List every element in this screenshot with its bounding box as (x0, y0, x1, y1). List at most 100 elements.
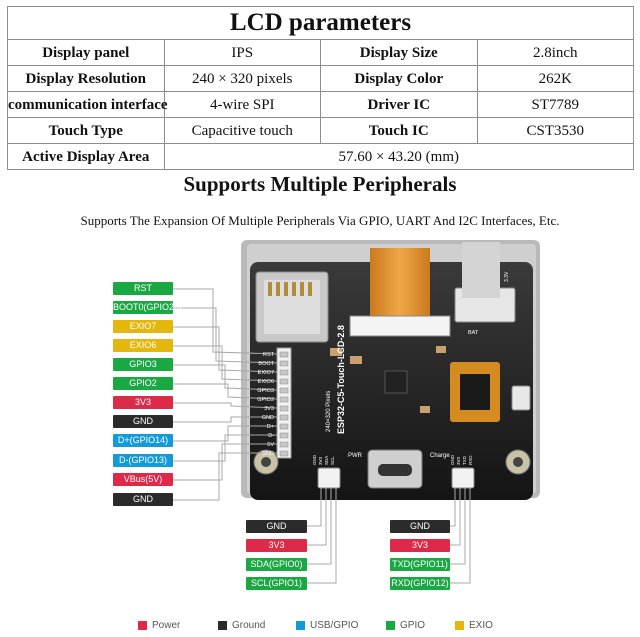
table-row: Display Resolution 240 × 320 pixels Disp… (7, 65, 634, 92)
usb-c-opening (378, 464, 412, 476)
legend-label: Power (152, 619, 181, 631)
board-illustration: RST BOOT EXIO7 EXIO6 GPIO3 GPIO2 3V3 GND… (173, 240, 540, 584)
svg-text:SCL: SCL (330, 456, 335, 465)
uart-label-txd: TXD(GPIO11) (390, 558, 450, 571)
uart-label-rxd: RXD(GPIO12) (390, 577, 450, 590)
table-title: LCD parameters (7, 6, 634, 40)
left-wires (173, 288, 278, 501)
fpc-connector (349, 315, 451, 337)
param-value: ST7789 (476, 91, 634, 118)
cable-top (462, 242, 500, 298)
pin-label-3v3: 3V3 (113, 396, 173, 409)
header-silkscreen: RST BOOT EXIO7 EXIO6 GPIO3 GPIO2 3V3 GND… (257, 352, 274, 457)
pin-label-gpio3: GPIO3 (113, 358, 173, 371)
pin-label-rst: RST (113, 282, 173, 295)
color-legend: Power Ground USB/GPIO GPIO EXIO (0, 617, 640, 633)
param-value: 2.8inch (476, 39, 634, 66)
silk-pin: GND (262, 451, 274, 457)
silk-pin: D- (268, 433, 274, 439)
pin-header-contacts (279, 351, 289, 457)
legend-label: USB/GPIO (310, 619, 359, 631)
param-value: IPS (163, 39, 321, 66)
svg-text:3V3: 3V3 (456, 456, 461, 465)
silk-pin: 3V3 (264, 406, 274, 412)
param-key: Touch Type (7, 117, 165, 144)
pin-label-exio6: EXIO6 (113, 339, 173, 352)
pin-label-gnd: GND (113, 415, 173, 428)
silk-pin: GPIO2 (257, 397, 274, 403)
pwr-label: PWR (348, 453, 363, 459)
pin-label-gpio2: GPIO2 (113, 377, 173, 390)
peripherals-heading: Supports Multiple Peripherals (183, 172, 457, 196)
param-value: CST3530 (476, 117, 634, 144)
table-row: Display panel IPS Display Size 2.8inch (7, 39, 634, 66)
fpc-ribbon (370, 248, 430, 322)
uart-label-gnd: GND (390, 520, 450, 533)
legend-item-usb-gpio: USB/GPIO (296, 617, 358, 633)
board-model-label: ESP32-C5-Touch-LCD-2.8 (336, 325, 346, 434)
param-value: 240 × 320 pixels (163, 65, 321, 92)
lcd-parameters-table: LCD parameters Display panel IPS Display… (7, 6, 634, 170)
pin-header (276, 347, 292, 459)
param-value: Capacitive touch (163, 117, 321, 144)
param-value: 4-wire SPI (163, 91, 321, 118)
uart-silkscreen: GND 3V3 TXD RXD (450, 454, 473, 465)
pin-label-exio7: EXIO7 (113, 320, 173, 333)
sd-contacts (268, 282, 312, 296)
legend-item-gpio: GPIO (386, 617, 425, 633)
i2c-label-scl: SCL(GPIO1) (246, 577, 307, 590)
table-row: Touch Type Capacitive touch Touch IC CST… (7, 117, 634, 144)
param-key: Driver IC (320, 91, 478, 118)
label-3v3: 3.3V (504, 271, 510, 282)
legend-item-exio: EXIO (455, 617, 493, 633)
legend-item-power: Power (138, 617, 180, 633)
param-key: Active Display Area (7, 143, 165, 170)
silk-pin: EXIO7 (258, 370, 274, 376)
i2c-silkscreen: GND 3V3 SDA SCL (312, 454, 335, 465)
board-resolution-label: 240×320 Pixels (326, 391, 332, 432)
silk-pin: D+ (267, 424, 274, 430)
i2c-wires (307, 488, 337, 584)
param-value: 57.60 × 43.20 (mm) (163, 143, 634, 170)
silk-pin: RST (263, 352, 275, 358)
param-key: Display Color (320, 65, 478, 92)
i2c-label-sda: SDA(GPIO0) (246, 558, 307, 571)
chip (384, 370, 408, 394)
table-title-row: LCD parameters (7, 6, 634, 40)
peripherals-subheading: Supports The Expansion Of Multiple Perip… (80, 213, 560, 228)
i2c-connector (317, 467, 341, 489)
svg-text:GND: GND (450, 454, 455, 465)
legend-label: Ground (232, 619, 266, 631)
pin-label-vbus: VBus(5V) (113, 473, 173, 486)
pin-label-gnd: GND (113, 493, 173, 506)
svg-text:TXD: TXD (462, 455, 467, 465)
table-row: communication interface 4-wire SPI Drive… (7, 91, 634, 118)
svg-text:RXD: RXD (468, 455, 473, 465)
param-key: Display Resolution (7, 65, 165, 92)
legend-item-ground: Ground (218, 617, 265, 633)
uart-label-3v3: 3V3 (390, 539, 450, 552)
charge-label: Charge (430, 453, 450, 459)
param-value: 262K (476, 65, 634, 92)
param-key: communication interface (7, 91, 168, 118)
side-connector (511, 385, 531, 411)
legend-label: EXIO (469, 619, 493, 631)
silk-pin: GND (262, 415, 274, 421)
bat-label: BAT (468, 330, 479, 336)
param-key: Display panel (7, 39, 165, 66)
pin-label-dminus: D-(GPIO13) (113, 454, 173, 467)
legend-swatch (455, 620, 464, 630)
pin-label-dplus: D+(GPIO14) (113, 434, 173, 447)
table-row: Active Display Area 57.60 × 43.20 (mm) (7, 143, 634, 170)
esp-module-chip (460, 374, 490, 410)
param-key: Display Size (320, 39, 478, 66)
uart-connector (451, 467, 475, 489)
param-key: Touch IC (320, 117, 478, 144)
legend-swatch (296, 620, 305, 630)
svg-text:GND: GND (312, 454, 317, 465)
i2c-label-gnd: GND (246, 520, 307, 533)
silk-pin: EXIO6 (258, 379, 274, 385)
silk-pin: BOOT (258, 361, 274, 367)
legend-swatch (218, 620, 227, 630)
legend-swatch (138, 620, 147, 630)
